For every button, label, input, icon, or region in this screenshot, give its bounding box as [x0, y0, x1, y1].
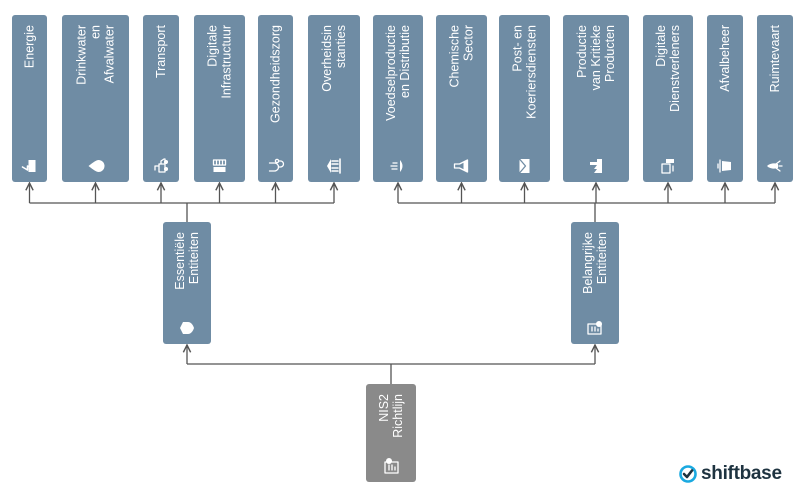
- flask-icon: [453, 159, 469, 173]
- sector-box-9-background: [563, 15, 629, 182]
- sector-box-6: Voedselproductieen Distributie: [373, 15, 423, 182]
- sector-box-12-background: [757, 15, 793, 182]
- sector-box-2-label: Transport: [154, 24, 168, 78]
- rocket-icon: [767, 160, 783, 172]
- shiftbase-logo: shiftbase: [678, 463, 782, 485]
- root-box-nis2-background: [366, 384, 416, 482]
- factory-icon: [590, 159, 602, 173]
- sector-box-12-label: Ruimtevaart: [768, 24, 782, 92]
- sector-box-1-background: [62, 15, 129, 182]
- food-icon: [390, 160, 403, 172]
- sector-box-4-background: [258, 15, 293, 182]
- brand-name: shiftbase: [701, 463, 782, 484]
- sector-box-11-label: Afvalbeheer: [718, 25, 732, 92]
- sector-box-7-label: ChemischeSector: [448, 25, 476, 88]
- government-icon: [327, 158, 341, 174]
- sector-box-3: DigitaleInfrastructuur: [194, 15, 245, 182]
- sector-box-10: DigitaleDienstverleners: [643, 15, 693, 182]
- root-box-nis2: NIS2Richtlijn: [366, 384, 416, 482]
- sector-box-5-label: Overheidsinstanties: [320, 25, 348, 92]
- sector-box-5-background: [308, 15, 360, 182]
- sector-box-0: Energie: [12, 15, 47, 182]
- sector-box-12: Ruimtevaart: [757, 15, 793, 182]
- sector-box-8-background: [499, 15, 550, 182]
- sector-box-11-background: [707, 15, 743, 182]
- sector-box-5: Overheidsinstanties: [308, 15, 360, 182]
- sector-box-0-background: [12, 15, 47, 182]
- diagram-boxes: Energie DrinkwaterenAfvalwater Transport Di…: [12, 15, 793, 482]
- sector-box-4: Gezondheidszorg: [258, 15, 293, 182]
- sector-box-7: ChemischeSector: [436, 15, 487, 182]
- sector-box-1-label: DrinkwaterenAfvalwater: [75, 25, 117, 85]
- group-box-essentiele: EssentiëleEntiteiten: [163, 222, 211, 344]
- sector-box-0-label: Energie: [23, 25, 37, 68]
- sector-box-4-label: Gezondheidszorg: [269, 25, 283, 123]
- sector-box-1: DrinkwaterenAfvalwater: [62, 15, 129, 182]
- sector-box-11: Afvalbeheer: [707, 15, 743, 182]
- sector-box-9-label: Productievan KritiekeProducten: [575, 25, 617, 90]
- sector-box-6-background: [373, 15, 423, 182]
- sector-box-10-label: DigitaleDienstverleners: [654, 25, 682, 112]
- document-icon: [384, 458, 399, 474]
- transport-icon: [154, 158, 169, 173]
- energy-icon: [21, 160, 36, 172]
- group-box-belangrijke: BelangrijkeEntiteiten: [571, 222, 619, 344]
- group-box-belangrijke-label: BelangrijkeEntiteiten: [581, 232, 609, 294]
- sector-box-2: Transport: [143, 15, 179, 182]
- sector-box-3-label: DigitaleInfrastructuur: [206, 25, 234, 99]
- sector-box-9: Productievan KritiekeProducten: [563, 15, 629, 182]
- group-box-essentiele-label: EssentiëleEntiteiten: [173, 232, 201, 290]
- group-box-belangrijke-background: [571, 222, 619, 344]
- stethoscope-icon: [268, 158, 285, 172]
- shield-icon: [180, 322, 194, 334]
- sector-box-6-label: Voedselproductieen Distributie: [384, 25, 412, 121]
- root-box-nis2-label: NIS2Richtlijn: [377, 394, 405, 438]
- sector-box-8: Post- enKoeriersdiensten: [499, 15, 550, 182]
- waste-icon: [717, 159, 731, 173]
- connector-lines: [30, 183, 776, 384]
- shiftbase-check-icon: [679, 465, 697, 483]
- sector-box-3-background: [194, 15, 245, 182]
- sector-box-7-background: [436, 15, 487, 182]
- sector-box-10-background: [643, 15, 693, 182]
- group-box-essentiele-background: [163, 222, 211, 344]
- server-icon: [212, 159, 227, 172]
- devices-icon: [661, 159, 674, 174]
- sector-box-2-background: [143, 15, 179, 182]
- mail-icon: [518, 158, 530, 174]
- document-gear-icon: [587, 321, 602, 335]
- sector-box-8-label: Post- enKoeriersdiensten: [511, 25, 539, 119]
- water-drop-icon: [88, 160, 105, 172]
